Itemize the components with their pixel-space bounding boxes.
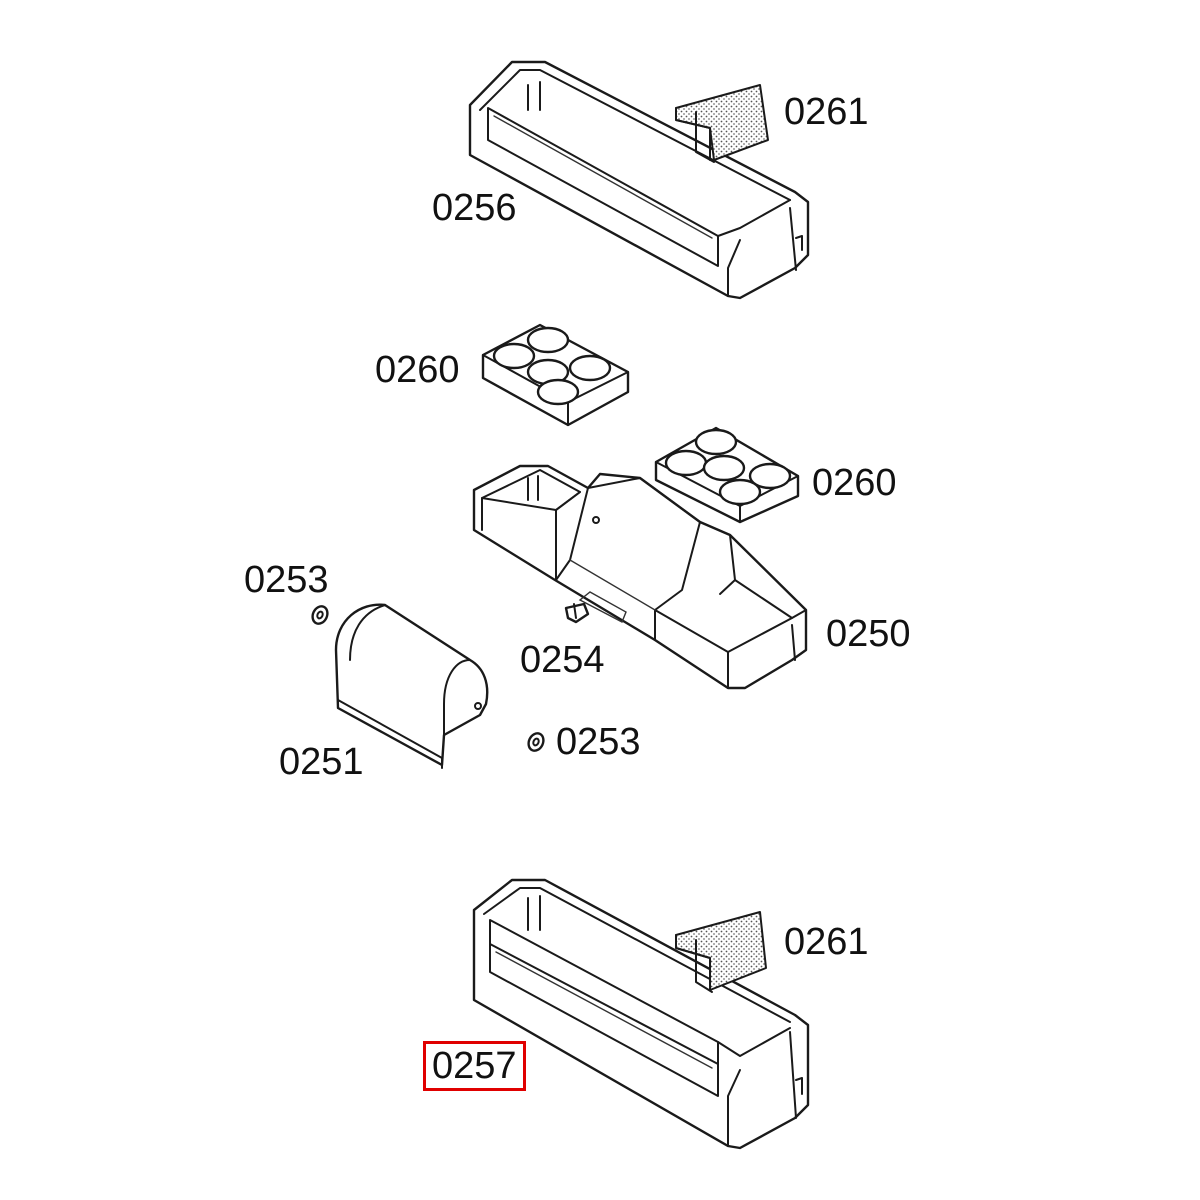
part-label-0260-upper: 0260 xyxy=(375,349,460,391)
part-label-0250: 0250 xyxy=(826,613,911,655)
egg-tray-0260-lower xyxy=(654,426,800,524)
washer-0253-lower xyxy=(527,732,545,752)
screw-0254 xyxy=(564,602,590,624)
part-label-0256: 0256 xyxy=(432,187,517,229)
part-label-0261-top: 0261 xyxy=(784,91,869,133)
divider-0261-top xyxy=(675,84,769,163)
part-label-0254: 0254 xyxy=(520,639,605,681)
part-label-0260-lower: 0260 xyxy=(812,462,897,504)
door-shelf-0256 xyxy=(468,60,810,300)
part-label-0257-highlighted: 0257 xyxy=(423,1041,526,1091)
part-label-0253-upper: 0253 xyxy=(244,559,329,601)
part-label-0261-bottom: 0261 xyxy=(784,921,869,963)
washer-0253-upper xyxy=(311,605,329,625)
flap-cover-0251 xyxy=(334,603,489,769)
egg-tray-0260-upper xyxy=(481,323,630,427)
part-label-0251: 0251 xyxy=(279,741,364,783)
part-label-0253-lower: 0253 xyxy=(556,721,641,763)
divider-0261-bottom xyxy=(675,911,767,993)
door-shelf-0250 xyxy=(472,464,808,690)
door-shelf-0257 xyxy=(472,878,810,1150)
